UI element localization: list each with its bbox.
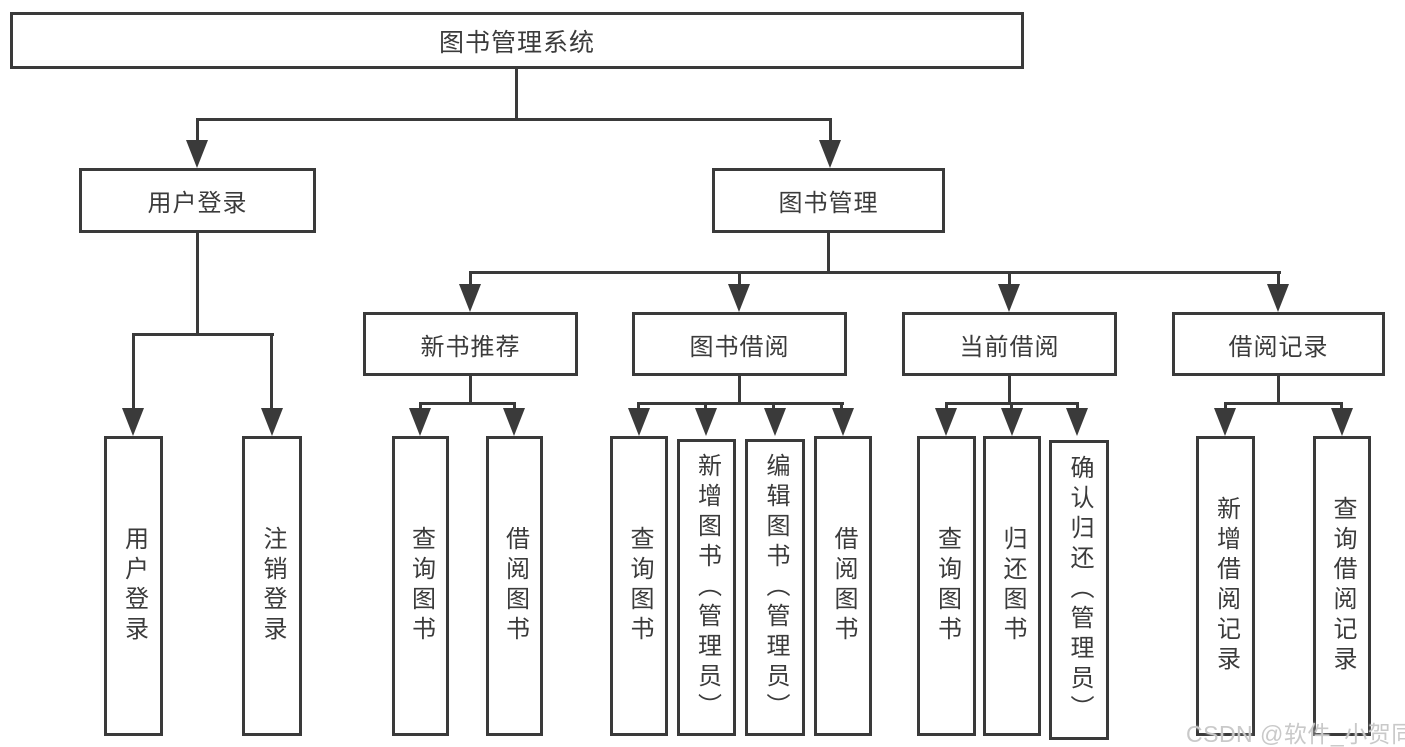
leaf-current-confirm-return-admin: 确认归还（管理员） (1049, 440, 1109, 740)
new-book-rail-line (419, 402, 516, 405)
book-borrow-stem-line (738, 376, 741, 404)
node-label: 图书借阅 (689, 333, 790, 361)
leaf-records-query-record: 查询借阅记录 (1313, 436, 1371, 736)
leaf-newbooks-borrow-books: 借阅图书 (486, 436, 543, 736)
current-borrow-rail-line (945, 402, 1079, 405)
node-label: 借阅记录 (1228, 333, 1329, 361)
arrow-down-icon (1331, 408, 1353, 436)
arrow-down-icon (503, 408, 525, 436)
current-borrow-drop-line (1010, 404, 1013, 410)
level3-drop-line (1008, 273, 1011, 286)
root-stem-line (515, 68, 518, 120)
arrow-down-icon (695, 408, 717, 436)
arrow-down-icon (1001, 408, 1023, 436)
node-book-borrowing: 图书借阅 (632, 312, 847, 376)
csdn-watermark: CSDN @软件_小贺同学 (1186, 721, 1405, 747)
book-borrow-drop-line (637, 404, 640, 410)
arrow-down-icon (819, 140, 841, 168)
current-borrow-drop-line (945, 404, 948, 410)
user-login-rail-line (132, 333, 274, 336)
arrow-down-icon (764, 408, 786, 436)
arrow-down-icon (409, 408, 431, 436)
node-label: 查询图书 (933, 526, 961, 646)
arrow-down-icon (122, 408, 144, 436)
book-management-stem-line (827, 233, 830, 273)
node-label: 图书管理系统 (438, 28, 595, 57)
level2-right-drop-line (829, 120, 832, 142)
book-borrow-rail-line (637, 402, 844, 405)
node-label: 用户登录 (147, 190, 248, 217)
leaf-records-add-record: 新增借阅记录 (1196, 436, 1255, 736)
leaf-borrow-edit-books-admin: 编辑图书（管理员） (745, 439, 805, 736)
current-borrow-stem-line (1008, 376, 1011, 404)
arrow-down-icon (1214, 408, 1236, 436)
leaf-user-login: 用户登录 (104, 436, 163, 736)
records-rail-line (1224, 402, 1343, 405)
node-label: 归还图书 (999, 526, 1026, 646)
arrow-down-icon (728, 284, 750, 312)
node-label: 查询图书 (626, 526, 653, 646)
leaf-borrow-add-books-admin: 新增图书（管理员） (677, 439, 736, 736)
level3-rail-line (469, 271, 1281, 274)
arrow-down-icon (261, 408, 283, 436)
user-login-drop-line (270, 335, 273, 409)
arrow-down-icon (935, 408, 957, 436)
arrow-down-icon (832, 408, 854, 436)
leaf-current-query-books: 查询图书 (917, 436, 976, 736)
new-book-stem-line (469, 376, 472, 404)
arrow-down-icon (1267, 284, 1289, 312)
records-stem-line (1277, 376, 1280, 404)
node-user-login: 用户登录 (79, 168, 316, 233)
level3-drop-line (1277, 273, 1280, 286)
node-new-book-recommendation: 新书推荐 (363, 312, 578, 376)
current-borrow-drop-line (1076, 404, 1079, 410)
book-borrow-drop-line (772, 404, 775, 410)
arrow-down-icon (186, 140, 208, 168)
arrow-down-icon (628, 408, 650, 436)
node-library-management-system: 图书管理系统 (10, 12, 1024, 69)
level2-rail-line (196, 118, 832, 121)
user-login-stem-line (196, 233, 199, 335)
leaf-current-return-books: 归还图书 (983, 436, 1041, 736)
arrow-down-icon (998, 284, 1020, 312)
node-label: 新增借阅记录 (1212, 496, 1240, 676)
new-book-drop-line (513, 404, 516, 410)
node-label: 查询图书 (407, 526, 435, 646)
leaf-borrow-query-books: 查询图书 (610, 436, 668, 736)
node-label: 注销登录 (259, 526, 286, 646)
node-label: 查询借阅记录 (1329, 496, 1356, 676)
leaf-newbooks-query-books: 查询图书 (392, 436, 449, 736)
node-book-management: 图书管理 (712, 168, 945, 233)
records-drop-line (1224, 404, 1227, 410)
node-label: 当前借阅 (959, 333, 1060, 361)
new-book-drop-line (419, 404, 422, 410)
level3-drop-line (738, 273, 741, 286)
user-login-drop-line (132, 335, 135, 409)
records-drop-line (1340, 404, 1343, 410)
level2-left-drop-line (196, 120, 199, 142)
leaf-borrow-borrow-books: 借阅图书 (814, 436, 872, 736)
arrow-down-icon (1066, 408, 1088, 436)
node-label: 图书管理 (778, 190, 879, 217)
node-label: 借阅图书 (830, 526, 857, 646)
node-label: 确认归还（管理员） (1066, 455, 1093, 725)
node-label: 用户登录 (120, 526, 148, 646)
node-label: 新增图书（管理员） (693, 452, 721, 723)
level3-drop-line (469, 273, 472, 286)
book-borrow-drop-line (704, 404, 707, 410)
node-borrowing-records: 借阅记录 (1172, 312, 1385, 376)
node-current-borrowing: 当前借阅 (902, 312, 1117, 376)
node-label: 新书推荐 (420, 333, 521, 361)
leaf-logout: 注销登录 (242, 436, 302, 736)
arrow-down-icon (459, 284, 481, 312)
book-borrow-drop-line (840, 404, 843, 410)
node-label: 借阅图书 (501, 526, 529, 646)
node-label: 编辑图书（管理员） (762, 452, 789, 723)
